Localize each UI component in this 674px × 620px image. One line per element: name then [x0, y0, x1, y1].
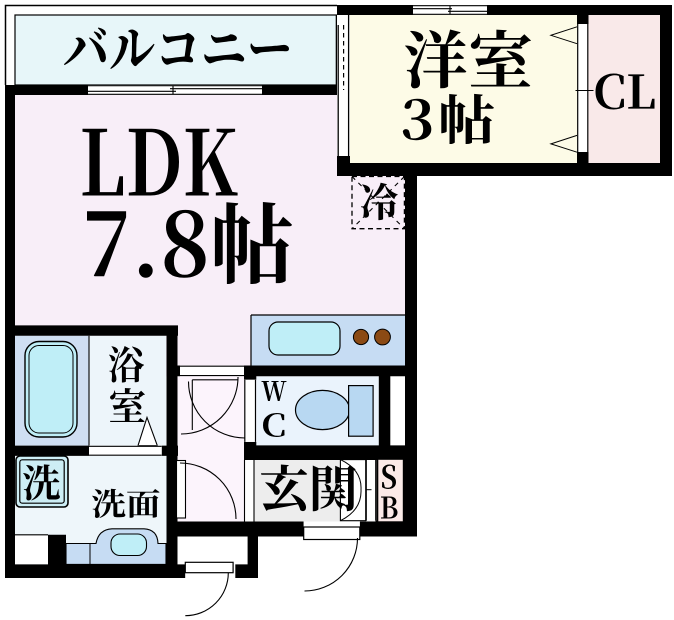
plan-shape — [244, 460, 255, 522]
plan-shape — [64, 27, 289, 69]
plan-shape — [382, 464, 396, 489]
plan-shape — [365, 460, 377, 521]
closet-door-chevron-top — [549, 26, 578, 45]
vanity-basin — [110, 533, 148, 557]
plan-shape — [184, 561, 234, 574]
vanity-sink — [65, 528, 167, 565]
plan-shape — [82, 128, 238, 196]
balcony-label — [64, 27, 289, 69]
plan-shape — [89, 445, 162, 456]
entrance-label — [261, 464, 356, 512]
toilet-door — [187, 379, 257, 442]
plan-shape — [263, 413, 285, 437]
plan-shape — [244, 379, 257, 442]
closet-door-chevron-bottom — [549, 134, 578, 153]
shoe-box — [375, 457, 406, 524]
plan-shape — [303, 526, 361, 541]
plan-shape — [19, 459, 65, 504]
stove-burner-right — [374, 328, 391, 346]
plan-shape — [381, 496, 398, 519]
entrance-step — [243, 460, 255, 522]
western-room-label-name — [405, 29, 531, 89]
walls — [5, 5, 672, 578]
shoe-box-label-s — [382, 464, 396, 489]
bathroom-label-1 — [109, 346, 144, 383]
toilet-label-c — [263, 413, 285, 437]
plan-shape — [361, 182, 398, 221]
ldk-door-arc — [180, 376, 239, 435]
stove-burner-left — [352, 328, 370, 346]
plan-shape — [340, 459, 362, 522]
plan-shape — [110, 388, 145, 422]
toilet-bowl — [294, 389, 351, 431]
toilet-door-arc — [187, 381, 246, 439]
plan-shape — [402, 93, 494, 144]
entry-recess — [177, 536, 248, 565]
plan-shape — [109, 346, 144, 383]
service-spaces — [15, 376, 405, 565]
ldk-label-size — [87, 202, 292, 284]
plan-shape — [87, 202, 292, 284]
hallway-doors — [175, 365, 244, 520]
kitchen-counter — [250, 314, 405, 366]
entrance-door — [303, 521, 361, 592]
plan-shape — [261, 464, 356, 512]
hall-entrance-door-leaf — [175, 459, 187, 519]
recess-door — [184, 561, 236, 617]
shoe-box-label-b — [381, 496, 398, 519]
plan-shape — [405, 29, 531, 89]
washing-machine-label — [23, 464, 60, 501]
plan-shape — [23, 464, 60, 501]
balcony-window — [88, 85, 262, 95]
bathroom-fixtures — [24, 335, 162, 456]
washroom-label — [92, 488, 160, 518]
plan-shape — [88, 85, 262, 95]
bathtub — [24, 340, 78, 438]
ldk-label-name — [82, 128, 238, 196]
recess-door-arc — [185, 572, 229, 617]
plan-shape — [28, 345, 74, 434]
plan-shape — [577, 24, 589, 152]
toilet-tank — [348, 385, 374, 437]
western-room-window — [413, 5, 487, 15]
hall-entrance-door-arc — [179, 462, 237, 520]
corner-pipe-space — [15, 534, 48, 565]
kitchen-sink — [268, 321, 341, 356]
plan-shape — [261, 381, 287, 401]
refrigerator-label — [361, 182, 398, 221]
entrance-door-arc — [304, 537, 359, 592]
western-room-label-size — [402, 93, 494, 144]
toilet-label-w — [261, 381, 287, 401]
plan-shape — [378, 459, 403, 522]
closet-door — [549, 24, 594, 153]
toilet — [294, 385, 374, 437]
partition-ldk-western-room — [335, 15, 350, 163]
plan-shape — [180, 365, 244, 377]
western-room-floor — [350, 15, 577, 163]
balcony-outer-line — [4, 4, 337, 85]
bathroom-label-2 — [110, 388, 145, 422]
pipe-space — [390, 376, 405, 446]
plan-shape — [92, 488, 160, 518]
